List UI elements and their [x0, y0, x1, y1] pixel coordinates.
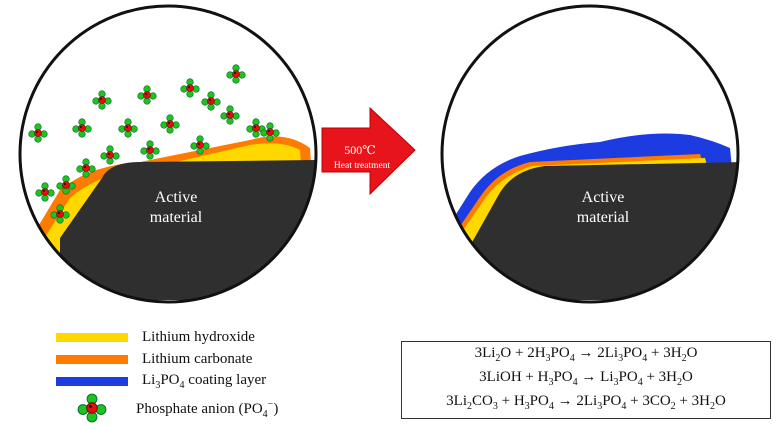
lithium-carbonate-swatch	[56, 354, 128, 364]
phosphate-anion-icon	[77, 393, 107, 423]
equation-lithium-hydroxide: 3LiOH + H3PO4 → Li3PO4 + 3H2O	[479, 369, 693, 388]
legend-item-li3po4-coating: Li3PO4 coating layer	[56, 370, 266, 392]
right-particle-panel: Active material	[440, 4, 740, 304]
legend-label: Phosphate anion (PO4−)	[136, 398, 279, 420]
legend-item-lithium-hydroxide: Lithium hydroxide	[56, 326, 255, 348]
equation-lithium-carbonate: 3Li2CO3 + H3PO4 → 2Li3PO4 + 3CO2 + 3H2O	[446, 393, 726, 412]
equation-lithium-oxide: 3Li2O + 2H3PO4 → 2Li3PO4 + 3H2O	[474, 345, 698, 364]
lithium-hydroxide-swatch	[56, 332, 128, 342]
legend-label: Lithium hydroxide	[142, 328, 255, 345]
active-material-core	[60, 160, 316, 300]
arrow-temperature-label: 500℃	[344, 143, 375, 157]
left-core-label-line1: Active	[155, 189, 198, 206]
reaction-equations-box: 3Li2O + 2H3PO4 → 2Li3PO4 + 3H2O 3LiOH + …	[401, 341, 771, 419]
right-core-label-line1: Active	[582, 189, 625, 206]
li3po4-coating-swatch	[56, 376, 128, 386]
heat-treatment-arrow: 500℃ Heat treatment	[321, 106, 416, 196]
arrow-process-label: Heat treatment	[334, 161, 391, 171]
legend-label: Lithium carbonate	[142, 350, 253, 367]
legend-label: Li3PO4 coating layer	[142, 371, 267, 391]
left-particle-panel: Active material	[18, 4, 318, 304]
right-core-label-line2: material	[577, 209, 630, 226]
legend-item-lithium-carbonate: Lithium carbonate	[56, 348, 252, 370]
left-core-label-line2: material	[150, 209, 203, 226]
legend-item-phosphate-anion: Phosphate anion (PO4−)	[136, 398, 278, 420]
right-active-material-core	[470, 162, 738, 300]
